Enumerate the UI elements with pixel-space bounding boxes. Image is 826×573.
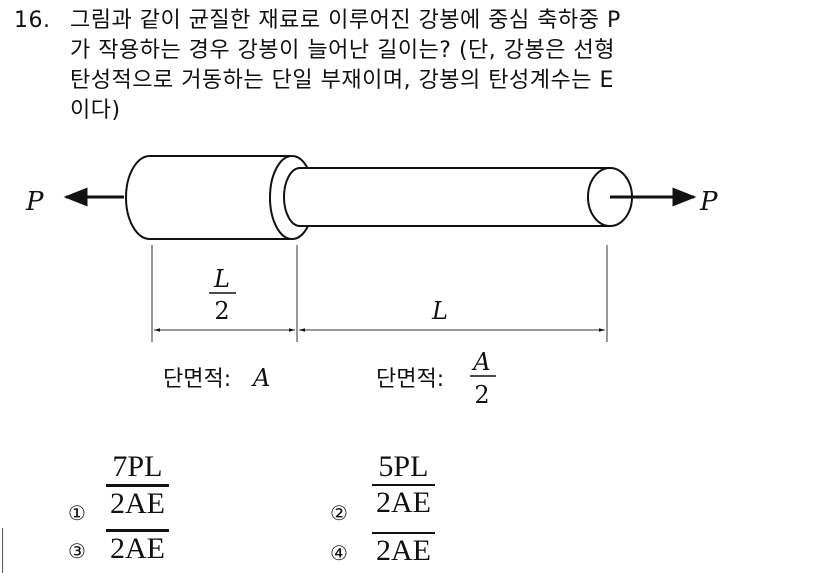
choice-2-fraction: 5PL 2AE [371,450,435,519]
stepped-bar-diagram: P P L 2 L 단면적: A 단면적: A 2 [25,155,718,409]
choice-4-marker: ④ [330,541,348,565]
choice-1-numerator: 7PL [112,449,163,483]
segment1-length-denominator: 2 [214,297,229,325]
choice-3-fraction: 2AE [105,527,169,565]
question-line-2: 가 작용하는 경우 강봉이 늘어난 길이는? (단, 강봉은 선형 [70,38,615,63]
choice-1-marker: ① [68,501,86,525]
choice-2-denominator: 2AE [375,486,431,519]
left-edge-line [2,528,3,573]
segment2-area-numerator: A [471,348,490,376]
question-block: 16. 그림과 같이 균질한 재료로 이루어진 강봉에 중심 축하중 P 가 작… [14,6,814,126]
load-right-label: P [699,187,718,217]
choice-4-fraction-bar [371,532,435,534]
segment2-length: L [431,297,448,325]
choice-2-marker: ② [330,501,348,525]
question-number: 16. [14,8,51,33]
choice-1-fraction: 7PL 2AE [105,449,169,520]
choice-2[interactable]: ② 5PL 2AE [330,445,435,525]
choice-3-denominator: 2AE [109,532,165,565]
segment1-area-label: 단면적: [163,367,231,392]
choice-1[interactable]: ① 7PL 2AE [68,445,169,525]
question-line-1: 그림과 같이 균질한 재료로 이루어진 강봉에 중심 축하중 P [70,8,621,33]
choice-4[interactable]: ④ 2AE [330,530,435,566]
segment1-area-value: A [251,364,270,392]
choice-2-fraction-bar [371,484,435,486]
choice-4-fraction: 2AE [371,530,435,567]
dimension-extension-lines [151,245,608,342]
choice-3-fraction-bar [105,529,169,532]
choice-1-denominator: 2AE [109,486,165,520]
question-line-3: 탄성적으로 거동하는 단일 부재이며, 강봉의 탄성계수는 E [70,68,614,93]
choice-2-numerator: 5PL [378,450,429,483]
segment2-area-denominator: 2 [474,381,489,409]
choice-3[interactable]: ③ 2AE [68,527,169,564]
choice-3-marker: ③ [68,538,86,563]
choice-4-denominator: 2AE [375,534,431,567]
segment1-length-numerator: L [213,265,230,293]
small-cylinder [283,167,633,227]
question-text: 그림과 같이 균질한 재료로 이루어진 강봉에 중심 축하중 P 가 작용하는 … [70,6,814,126]
segment2-area-label: 단면적: [376,367,444,392]
question-line-4: 이다) [70,98,121,123]
choice-1-fraction-bar [105,483,169,487]
load-left-label: P [25,187,44,217]
